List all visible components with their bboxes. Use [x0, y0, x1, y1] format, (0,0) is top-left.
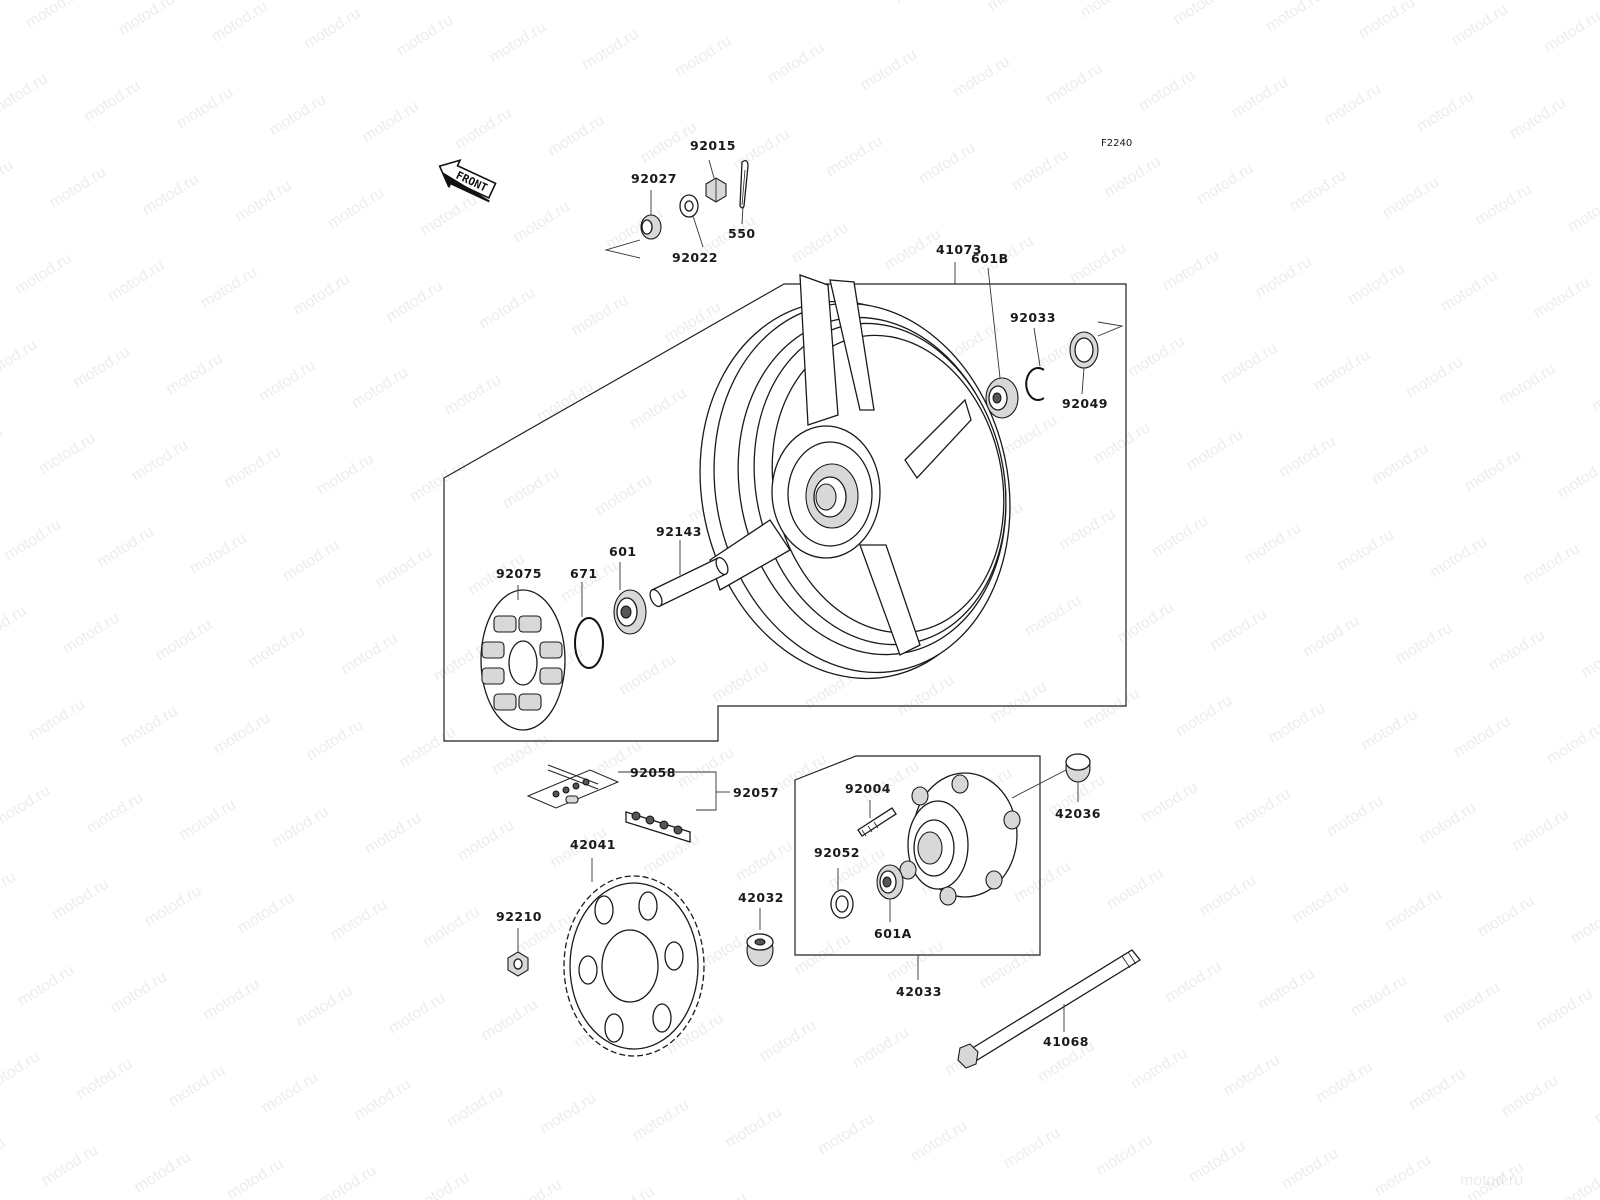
label-92075: 92075	[496, 566, 542, 581]
label-601B: 601B	[971, 251, 1009, 266]
chain-joint-92058	[526, 764, 620, 809]
wheel-rim	[699, 274, 1011, 680]
bearing-601A	[876, 864, 904, 900]
label-92210: 92210	[496, 909, 542, 924]
coupling-group-frame	[794, 755, 1041, 956]
cotter-pin-550	[739, 160, 749, 209]
seal-92052	[830, 889, 854, 919]
label-601A: 601A	[874, 926, 912, 941]
diagram-code: F2240	[1101, 138, 1132, 149]
collar-42032	[746, 933, 774, 967]
label-671: 671	[570, 566, 598, 581]
label-92057: 92057	[733, 785, 779, 800]
nut-92015	[705, 177, 727, 203]
axle-41068	[957, 949, 1141, 1069]
label-42041: 42041	[570, 837, 616, 852]
bearing-601	[613, 589, 647, 635]
collar-92027	[640, 214, 662, 240]
nut-92210	[507, 951, 529, 977]
label-92033: 92033	[1010, 310, 1056, 325]
label-41073: 41073	[936, 242, 982, 257]
label-92004: 92004	[845, 781, 891, 796]
seal-92049	[1069, 331, 1099, 369]
label-550: 550	[728, 226, 756, 241]
label-41068: 41068	[1043, 1034, 1089, 1049]
damper-92075	[480, 589, 566, 731]
label-92143: 92143	[656, 524, 702, 539]
label-42036: 42036	[1055, 806, 1101, 821]
label-601: 601	[609, 544, 637, 559]
label-92052: 92052	[814, 845, 860, 860]
label-92027: 92027	[631, 171, 677, 186]
collar-92143	[649, 556, 729, 608]
stud-92004	[857, 807, 897, 837]
label-92015: 92015	[690, 138, 736, 153]
label-42033: 42033	[896, 984, 942, 999]
coupling-hub	[899, 772, 1021, 906]
o-ring-671	[574, 617, 604, 669]
label-42032: 42032	[738, 890, 784, 905]
drive-chain	[625, 811, 691, 843]
front-arrow-icon: FRONT	[438, 158, 497, 203]
collar-42036	[1065, 753, 1091, 783]
sprocket-42041	[563, 875, 705, 1057]
label-92058: 92058	[630, 765, 676, 780]
circlip-92033	[1025, 367, 1045, 401]
bearing-601B	[985, 377, 1019, 419]
washer-92022	[679, 194, 699, 218]
watermark-text: motod.ru	[1460, 1172, 1523, 1189]
label-92022: 92022	[672, 250, 718, 265]
label-92049: 92049	[1062, 396, 1108, 411]
